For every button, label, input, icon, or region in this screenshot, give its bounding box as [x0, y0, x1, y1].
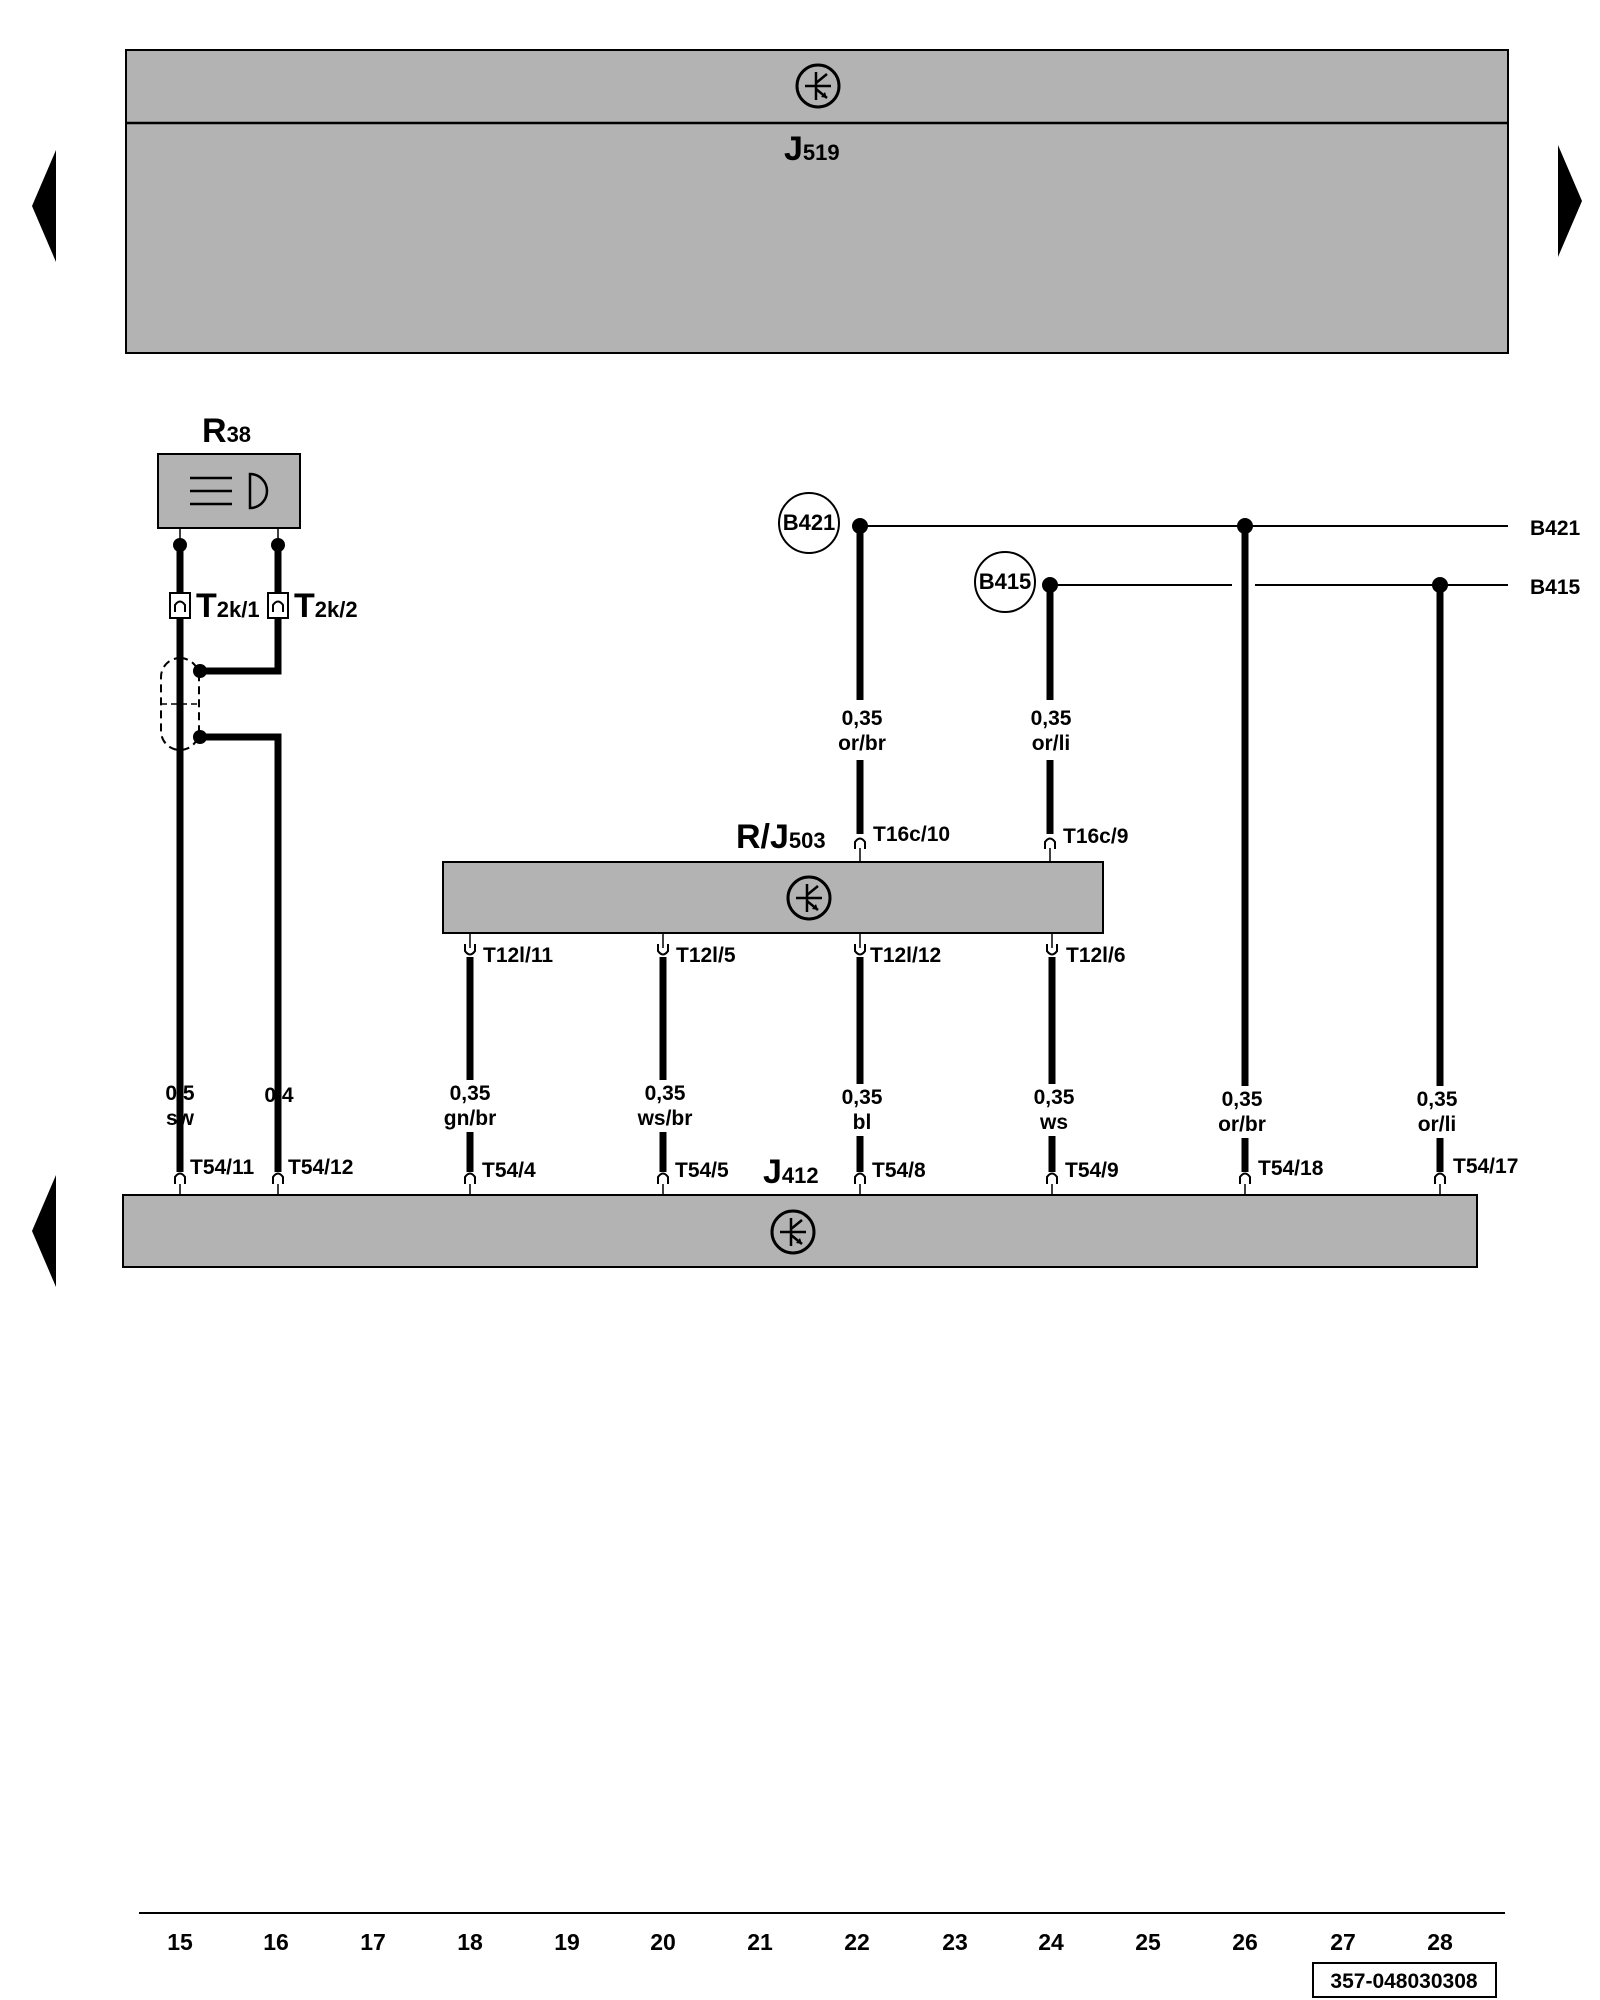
- pin-label: T54/17: [1453, 1155, 1518, 1178]
- j412-pins: [174, 1172, 1446, 1195]
- wire-size: 0,35: [842, 1086, 883, 1109]
- component-j519: J519: [125, 49, 1509, 354]
- track-number: 23: [942, 1929, 968, 1955]
- track-number: 22: [844, 1929, 870, 1955]
- connector-t2k2: T2k/2: [294, 587, 358, 625]
- wire-color: ws/br: [637, 1107, 693, 1130]
- pin-label: T54/12: [288, 1156, 353, 1179]
- track-number: 18: [457, 1929, 483, 1955]
- wire-color: bl: [853, 1111, 872, 1134]
- nav-arrow-left-bottom-icon[interactable]: [32, 1175, 56, 1287]
- bus-circle-label-b421: B421: [783, 510, 836, 535]
- wire-color: ws: [1039, 1111, 1068, 1134]
- wire-size: 0,35: [1222, 1088, 1263, 1111]
- wire-labels: 0,35 or/br 0,35 or/li 0,5 sw 0,4 0,35 gn…: [165, 707, 1457, 1136]
- wire-size: 0,35: [450, 1082, 491, 1105]
- label-r38: R38: [202, 412, 251, 450]
- wire-size: 0,4: [264, 1084, 294, 1107]
- pin-label: T54/5: [675, 1159, 729, 1182]
- track-number: 19: [554, 1929, 580, 1955]
- pin-label: T54/18: [1258, 1157, 1324, 1180]
- track-number: 21: [747, 1929, 773, 1955]
- connector-t2k1: T2k/1: [196, 587, 260, 625]
- pin-label: T54/11: [190, 1156, 255, 1179]
- track-number: 24: [1038, 1929, 1064, 1955]
- current-track-ruler: 15 16 17 18 19 20 21 22 23 24 25 26 27 2…: [139, 1912, 1505, 1955]
- wire-size: 0,35: [842, 707, 883, 730]
- pin-label: T12l/11: [483, 944, 553, 967]
- bus-label-b421: B421: [1530, 517, 1581, 540]
- pin-label: T54/4: [482, 1159, 536, 1182]
- label-rj503: R/J503: [736, 818, 826, 856]
- pin-label: T12l/5: [676, 944, 736, 967]
- rj503-to-j412-wires: [464, 526, 1444, 1172]
- track-number: 25: [1135, 1929, 1161, 1955]
- nav-arrow-left-top-icon[interactable]: [32, 150, 56, 262]
- component-r38: R38: [157, 412, 301, 545]
- wire-color: or/li: [1032, 732, 1071, 755]
- diagram-id-box: 357-048030308: [1312, 1962, 1497, 1998]
- wire-color: or/li: [1418, 1113, 1457, 1136]
- track-number: 28: [1427, 1929, 1453, 1955]
- wire-size: 0,5: [165, 1082, 195, 1105]
- bus-circle-label-b415: B415: [979, 569, 1032, 594]
- pin-label: T16c/10: [873, 823, 950, 846]
- bus-label-b415: B415: [1530, 576, 1581, 599]
- pin-label: T16c/9: [1063, 825, 1128, 848]
- label-j412: J412: [763, 1153, 819, 1191]
- nav-arrow-right-top-icon[interactable]: [1558, 145, 1582, 257]
- bus-circle-b421: [778, 492, 840, 554]
- sensor-icon: [248, 472, 269, 510]
- pin-label: T12l/12: [870, 944, 941, 967]
- wire-color: gn/br: [444, 1107, 497, 1130]
- bus-circle-b415: [974, 551, 1036, 613]
- pin-label: T12l/6: [1066, 944, 1126, 967]
- wire-size: 0,35: [645, 1082, 686, 1105]
- track-number: 17: [360, 1929, 386, 1955]
- r38-wiring: T2k/1 T2k/2: [160, 538, 358, 1172]
- wire-color: or/br: [1218, 1113, 1266, 1136]
- pin-label: T54/8: [872, 1159, 926, 1182]
- wire-size: 0,35: [1034, 1086, 1075, 1109]
- track-number: 20: [650, 1929, 676, 1955]
- connector-housing-icon: [169, 592, 191, 619]
- track-number: 16: [263, 1929, 289, 1955]
- pin-labels: T16c/10 T16c/9 T12l/11 T12l/5 T12l/12 T1…: [190, 823, 1518, 1182]
- bus-lines: B421 B415 B421 B415: [778, 492, 1581, 613]
- track-number: 26: [1232, 1929, 1258, 1955]
- bus-to-rj503-wires: [854, 526, 1056, 862]
- wire-size: 0,35: [1031, 707, 1072, 730]
- wire-size: 0,35: [1417, 1088, 1458, 1111]
- connector-housing-icon: [267, 592, 289, 619]
- track-number: 27: [1330, 1929, 1356, 1955]
- wire-color: or/br: [838, 732, 886, 755]
- label-j519: J519: [784, 130, 840, 168]
- component-j412: J412: [122, 1153, 1478, 1268]
- component-rj503: R/J503: [442, 818, 1104, 934]
- track-number: 15: [167, 1929, 193, 1955]
- pin-label: T54/9: [1065, 1159, 1119, 1182]
- diagram-id: 357-048030308: [1330, 1970, 1477, 1993]
- wire-color: sw: [166, 1107, 195, 1130]
